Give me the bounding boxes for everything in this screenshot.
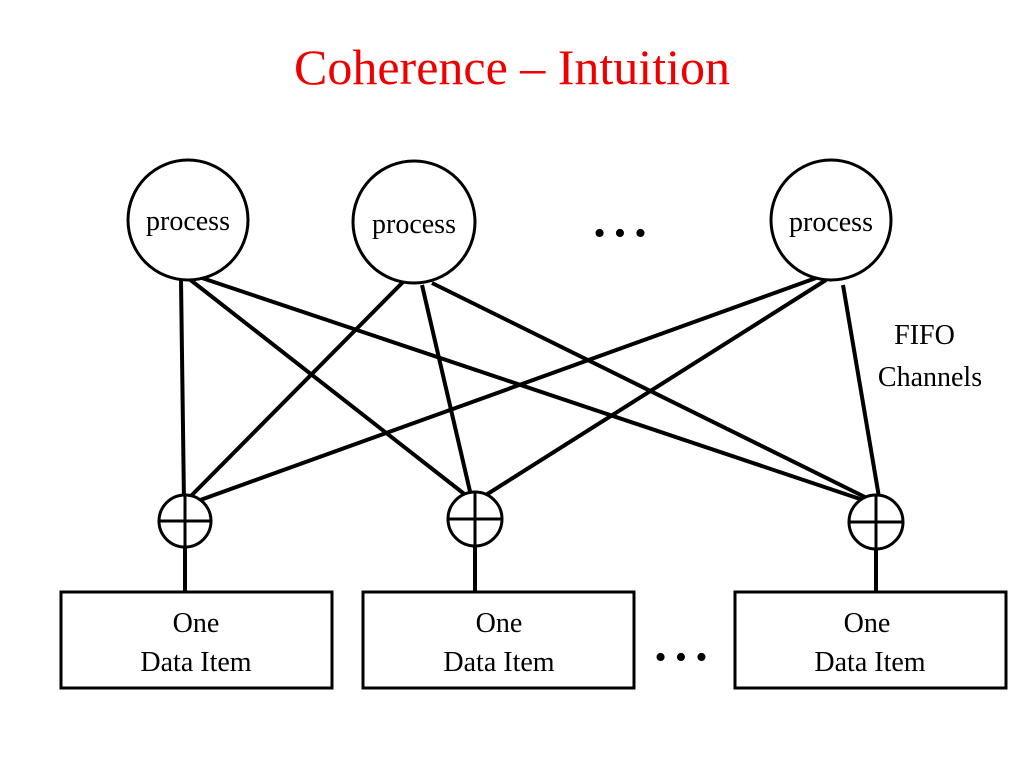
process-node-3: process bbox=[769, 158, 893, 282]
data-item-line2: Data Item bbox=[443, 647, 554, 678]
process-label: process bbox=[146, 206, 230, 237]
channel-p1-n1 bbox=[179, 279, 186, 504]
channel-p3-n1 bbox=[191, 276, 817, 505]
process-ellipsis: • • • bbox=[594, 215, 647, 252]
data-item-box-2: One Data Item bbox=[361, 590, 636, 690]
channel-p3-n3 bbox=[841, 284, 882, 504]
data-item-line2: Data Item bbox=[140, 647, 251, 678]
data-item-line1: One bbox=[476, 608, 523, 639]
fifo-channels-label: FIFO Channels bbox=[878, 320, 982, 393]
data-item-ellipsis: • • • bbox=[655, 639, 708, 676]
data-item-line1: One bbox=[173, 608, 220, 639]
node-stems bbox=[183, 545, 878, 592]
fifo-label-line1: FIFO bbox=[894, 320, 955, 351]
slide-title: Coherence – Intuition bbox=[294, 39, 730, 95]
process-label: process bbox=[372, 209, 456, 240]
channel-p3-n2 bbox=[476, 278, 828, 502]
channel-p1-n3 bbox=[201, 276, 873, 505]
process-node-2: process bbox=[351, 159, 477, 285]
data-item-line1: One bbox=[844, 608, 891, 639]
channel-p2-n1 bbox=[182, 279, 406, 505]
channel-p2-n2 bbox=[420, 284, 474, 501]
circled-plus-icon bbox=[157, 493, 213, 549]
process-node-1: process bbox=[126, 158, 250, 282]
data-item-box-3: One Data Item bbox=[733, 590, 1008, 690]
channel-p1-n2 bbox=[186, 276, 474, 502]
circled-plus-icon bbox=[847, 493, 905, 551]
data-item-line2: Data Item bbox=[814, 647, 925, 678]
fifo-channels bbox=[179, 276, 882, 505]
data-item-box-1: One Data Item bbox=[59, 590, 334, 690]
circled-plus-icon bbox=[446, 490, 504, 548]
fifo-label-line2: Channels bbox=[878, 362, 982, 393]
channel-p2-n3 bbox=[431, 281, 878, 505]
process-label: process bbox=[789, 207, 873, 238]
